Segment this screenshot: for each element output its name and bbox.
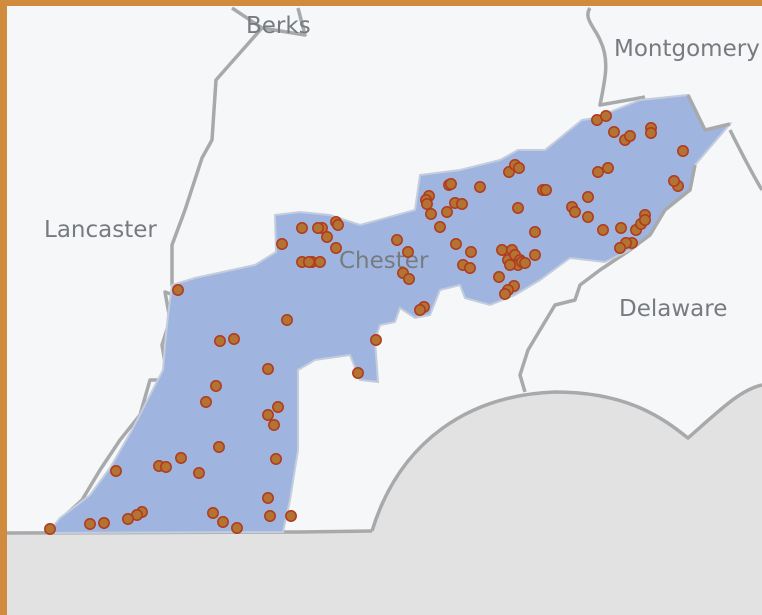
site-point (352, 367, 364, 379)
site-point (597, 224, 609, 236)
site-point (330, 242, 342, 254)
site-point (600, 110, 612, 122)
site-point (172, 284, 184, 296)
site-point (668, 175, 680, 187)
site-point (645, 127, 657, 139)
site-point (270, 453, 282, 465)
site-point (262, 409, 274, 421)
county-label-lancaster: Lancaster (44, 217, 157, 243)
site-point (391, 234, 403, 246)
site-point (569, 206, 581, 218)
site-point (200, 396, 212, 408)
site-point (332, 219, 344, 231)
site-point (402, 246, 414, 258)
county-label-chester: Chester (339, 248, 429, 274)
site-point (214, 335, 226, 347)
site-point (615, 222, 627, 234)
site-point (321, 231, 333, 243)
site-point (496, 244, 508, 256)
site-point (264, 510, 276, 522)
site-point (465, 246, 477, 258)
boundary-berks-top (261, 7, 307, 37)
site-point (210, 380, 222, 392)
boundary-montgomery (586, 6, 646, 107)
site-point (624, 130, 636, 142)
site-point (582, 211, 594, 223)
site-point (602, 162, 614, 174)
site-point (441, 206, 453, 218)
site-point (421, 198, 433, 210)
site-point (540, 184, 552, 196)
site-point (529, 226, 541, 238)
site-point (276, 238, 288, 250)
boundary-chester-southeast (628, 164, 697, 252)
site-point (504, 259, 516, 271)
site-point (231, 522, 243, 534)
state-line-curve (370, 383, 762, 532)
boundary-delaware-east (728, 129, 762, 191)
site-point (456, 198, 468, 210)
site-point (281, 314, 293, 326)
site-point (512, 202, 524, 214)
site-point (425, 208, 437, 220)
site-point (213, 441, 225, 453)
site-point (268, 419, 280, 431)
site-point (84, 518, 96, 530)
site-points-layer (44, 110, 689, 535)
site-point (262, 363, 274, 375)
site-point (217, 516, 229, 528)
site-point (160, 461, 172, 473)
site-point (464, 262, 476, 274)
site-point (303, 256, 315, 268)
boundary-chester-east (686, 94, 731, 132)
site-point (529, 249, 541, 261)
site-point (314, 256, 326, 268)
site-point (450, 238, 462, 250)
site-point (677, 145, 689, 157)
county-label-montgomery: Montgomery (614, 36, 760, 62)
boundary-berks-lancaster (170, 6, 264, 300)
site-point (44, 523, 56, 535)
site-point (98, 517, 110, 529)
site-point (414, 304, 426, 316)
site-point (285, 510, 297, 522)
site-point (519, 257, 531, 269)
site-point (312, 222, 324, 234)
site-point (493, 271, 505, 283)
site-point (110, 465, 122, 477)
site-point (262, 492, 274, 504)
site-point (122, 513, 134, 525)
site-point (175, 452, 187, 464)
county-label-berks: Berks (246, 13, 311, 39)
site-point (608, 126, 620, 138)
site-point (403, 273, 415, 285)
site-point (370, 334, 382, 346)
site-point (296, 222, 308, 234)
site-point (474, 181, 486, 193)
site-point (614, 242, 626, 254)
site-point (582, 191, 594, 203)
site-point (499, 288, 511, 300)
boundary-delaware-west (518, 248, 631, 393)
site-point (272, 401, 284, 413)
site-point (445, 178, 457, 190)
site-point (193, 467, 205, 479)
site-point (228, 333, 240, 345)
county-label-delaware: Delaware (619, 296, 727, 322)
site-point (207, 507, 219, 519)
site-point (434, 221, 446, 233)
site-point (513, 162, 525, 174)
site-point (639, 214, 651, 226)
site-point (592, 166, 604, 178)
